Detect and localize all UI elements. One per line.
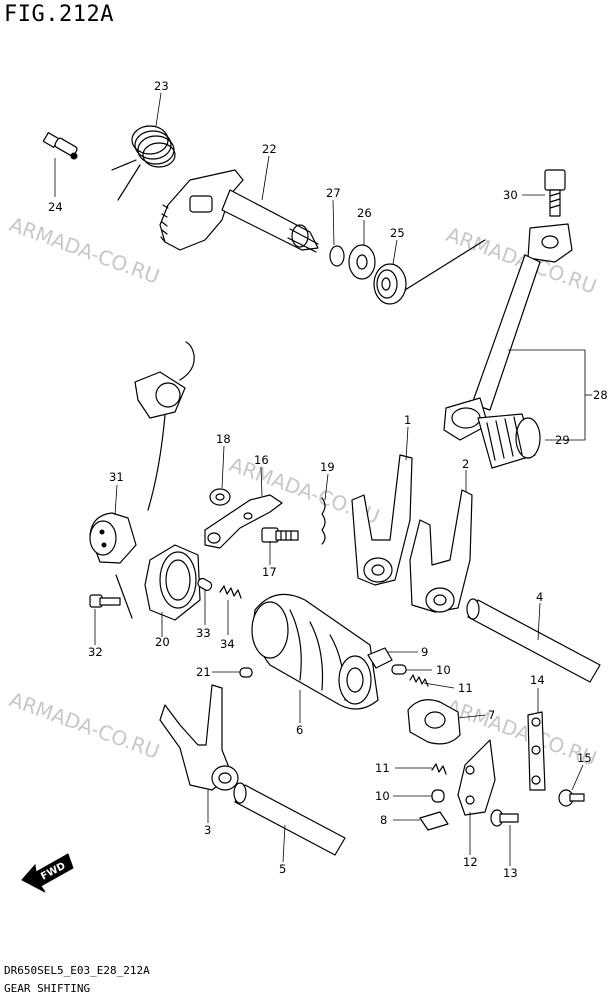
callout-6: 6 [296, 723, 303, 737]
callout-21: 21 [196, 665, 211, 679]
callout-9: 9 [421, 645, 428, 659]
part-4-fork-shaft [466, 598, 601, 683]
callout-10-upper: 10 [436, 663, 451, 677]
part-26-washer [348, 244, 376, 280]
part-33-pin [197, 577, 213, 591]
part-11-spring-upper [409, 674, 429, 687]
part-7-cam-gear [407, 699, 461, 745]
part-3-shift-fork [159, 684, 239, 791]
callout-7: 7 [488, 708, 495, 722]
callout-22: 22 [262, 142, 277, 156]
callout-8: 8 [380, 813, 387, 827]
part-18-washer [209, 488, 231, 506]
part-6-shift-cam [251, 593, 379, 710]
callout-23: 23 [154, 79, 169, 93]
callout-18: 18 [216, 432, 231, 446]
callout-32: 32 [88, 645, 103, 659]
callout-13: 13 [503, 866, 518, 880]
callout-17: 17 [262, 565, 277, 579]
watermark-1: ARMADA-CO.RU [6, 212, 163, 289]
callout-30: 30 [503, 188, 518, 202]
part-31-gear-switch [89, 341, 195, 619]
part-23-spring [111, 125, 176, 201]
section-title: GEAR SHIFTING [4, 982, 91, 995]
fwd-arrow-icon: FWD [21, 853, 74, 893]
callout-11-upper: 11 [458, 681, 473, 695]
callout-1: 1 [404, 413, 411, 427]
callout-5: 5 [279, 862, 286, 876]
part-5-fork-shaft [233, 782, 346, 856]
part-32-screw [89, 594, 121, 608]
callout-labels: 1 2 3 4 5 6 7 8 9 10 10 11 11 12 13 14 1… [48, 79, 608, 880]
callout-16: 16 [254, 453, 269, 467]
part-27-circlip [329, 245, 345, 267]
callout-24: 24 [48, 200, 63, 214]
callout-14: 14 [530, 673, 545, 687]
callout-15: 15 [577, 751, 592, 765]
callout-25: 25 [390, 226, 405, 240]
callout-31: 31 [109, 470, 124, 484]
part-16-stopper-plate [204, 494, 283, 549]
callout-29: 29 [555, 433, 570, 447]
callout-3: 3 [204, 823, 211, 837]
part-11-spring-lower [431, 763, 447, 775]
callout-27: 27 [326, 186, 341, 200]
part-29-lever-rubber [477, 413, 541, 469]
callout-26: 26 [357, 206, 372, 220]
leader-lines [54, 92, 592, 866]
part-22-shift-shaft [159, 169, 319, 253]
callout-11-lower: 11 [375, 761, 390, 775]
part-25-oil-seal [373, 263, 407, 305]
part-13-screw [490, 809, 519, 827]
part-17-bolt [261, 527, 299, 543]
part-1-shift-fork [351, 454, 413, 586]
part-10-pin-lower [431, 789, 445, 803]
part-34-spring [219, 585, 242, 599]
model-code: DR650SEL5_E03_E28_212A [4, 964, 150, 977]
callout-4: 4 [536, 590, 543, 604]
callout-20: 20 [155, 635, 170, 649]
callout-34: 34 [220, 637, 235, 651]
shaft-axis-line [404, 239, 486, 291]
part-19-spring [321, 497, 326, 545]
callout-33: 33 [196, 626, 211, 640]
callout-19: 19 [320, 460, 335, 474]
part-9-stopper [367, 647, 393, 669]
figure-title: FIG.212A [4, 2, 114, 27]
part-10-pin-upper [391, 664, 407, 675]
part-14-plate [527, 711, 546, 791]
part-8-stopper-lower [419, 811, 449, 831]
part-24-pin [42, 132, 78, 160]
part-12-plate [457, 739, 496, 816]
watermark-4: ARMADA-CO.RU [6, 687, 163, 764]
part-2-shift-fork [409, 489, 473, 613]
part-30-bolt [544, 169, 566, 217]
callout-12: 12 [463, 855, 478, 869]
part-21-pin [239, 667, 253, 678]
part-28-shift-lever [443, 223, 573, 441]
part-20-cover [144, 544, 201, 621]
callout-2: 2 [462, 457, 469, 471]
callout-10-lower: 10 [375, 789, 390, 803]
part-15-screw [558, 789, 585, 807]
callout-28: 28 [593, 388, 608, 402]
